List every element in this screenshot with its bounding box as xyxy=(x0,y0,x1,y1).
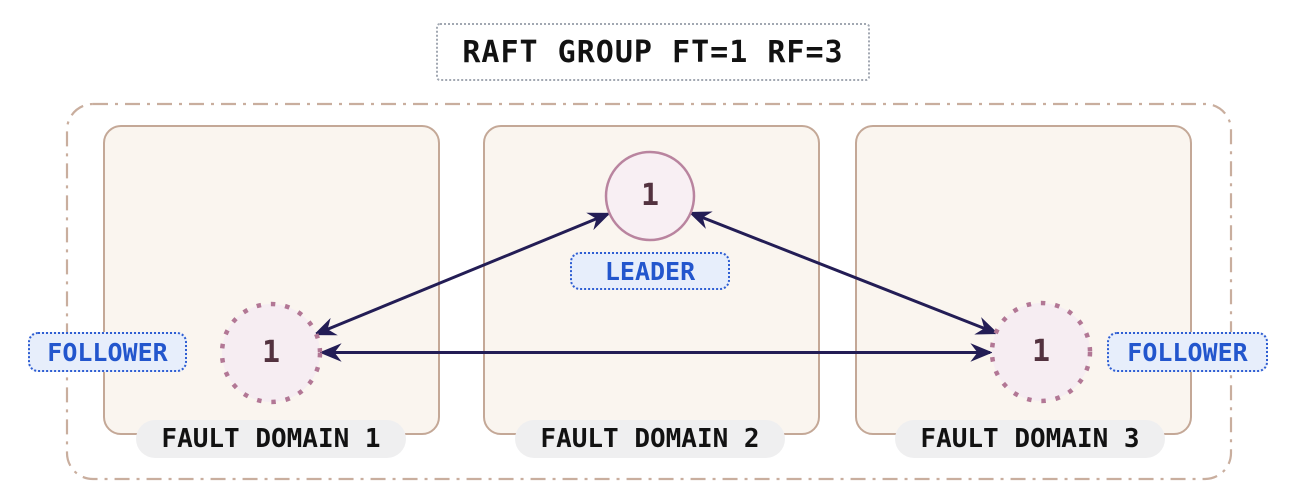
raft-group-title-box: RAFT GROUP FT=1 RF=3 xyxy=(436,23,870,81)
fault-domain-1-box xyxy=(103,125,440,435)
raft-group-title: RAFT GROUP FT=1 RF=3 xyxy=(462,34,844,70)
fault-domain-2-label: FAULT DOMAIN 2 xyxy=(515,420,785,458)
fault-domain-3-box xyxy=(855,125,1192,435)
leader-role-tag: LEADER xyxy=(570,252,730,290)
fault-domain-1-label: FAULT DOMAIN 1 xyxy=(136,420,406,458)
fault-domain-3-label: FAULT DOMAIN 3 xyxy=(895,420,1165,458)
follower-left-role-tag: FOLLOWER xyxy=(28,332,187,372)
follower-right-role-tag: FOLLOWER xyxy=(1107,332,1268,372)
leader-replica-number: 1 xyxy=(640,177,660,213)
follower-left-replica-number: 1 xyxy=(261,334,281,370)
follower-right-replica-number: 1 xyxy=(1031,333,1051,369)
